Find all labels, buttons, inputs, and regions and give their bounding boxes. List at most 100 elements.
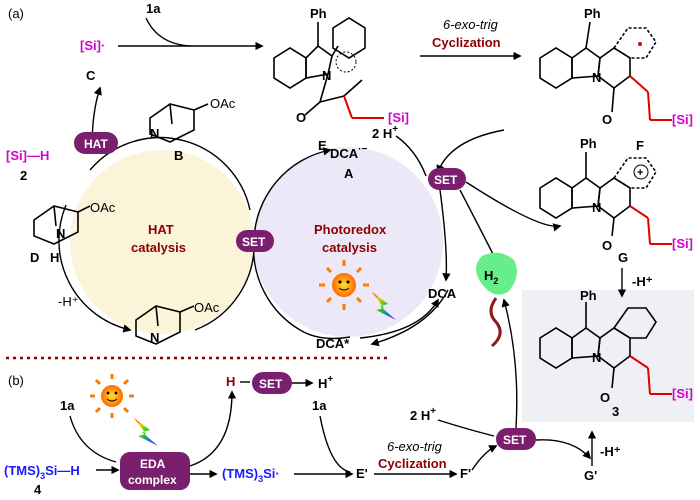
b-1a-mid: 1a: [312, 398, 327, 413]
quin-oac: OAc: [194, 300, 220, 315]
cyclization-b-bottom: Cyclization: [378, 456, 447, 471]
set-pill-bottom-label: SET: [503, 433, 527, 447]
dca-star: DCA*: [316, 336, 350, 351]
hat-cycle-bg: [70, 150, 254, 334]
h-set-H: H: [226, 374, 235, 389]
G-si: [Si]: [672, 236, 693, 251]
eda-line2: complex: [128, 473, 177, 487]
label-E-prime: E': [356, 466, 368, 481]
panel-a-label: (a): [8, 6, 24, 21]
minus-h-right: -H⁺: [632, 274, 653, 289]
hat-cycle-arc-left: [58, 204, 132, 333]
set-pill-b: [252, 372, 292, 394]
species-B: [149, 103, 209, 143]
label-G: G: [618, 250, 628, 265]
cyclization-label-bottom: Cyclization: [432, 35, 501, 50]
minus-h-left: -H⁺: [58, 294, 79, 309]
P3-si: [Si]: [672, 386, 693, 401]
arrow-SET-to-G-prime: [535, 439, 592, 460]
G-N: N: [592, 200, 601, 215]
label-G-prime: G': [584, 468, 597, 483]
E-ph: Ph: [310, 6, 327, 21]
E-N: N: [322, 68, 331, 83]
two-h-plus-bottom: 2 H+: [410, 406, 436, 423]
product-3: [539, 302, 672, 395]
D-N: N: [56, 226, 65, 241]
arrow-2h-bottom: [437, 419, 495, 437]
photoredox-2: catalysis: [322, 240, 377, 255]
photoredox-cycle-bg: [253, 147, 443, 337]
h-plus-b: H+: [318, 374, 333, 391]
label-F: F: [636, 138, 644, 153]
arrow-SET-to-H2-b: [501, 298, 518, 429]
b-tms-si-h: (TMS)3Si—H: [4, 463, 80, 481]
hat-catalysis-2: catalysis: [131, 240, 186, 255]
si-radical: [Si]·: [80, 38, 105, 53]
two-h-plus-top: 2 H+: [372, 124, 398, 141]
label-2: 2: [20, 168, 27, 183]
label-C: C: [86, 68, 96, 83]
E-O: O: [296, 110, 306, 125]
F-N: N: [592, 70, 601, 85]
b-tms-si: (TMS)3Si·: [222, 466, 280, 484]
B-oac: OAc: [210, 96, 236, 111]
E-si: [Si]: [388, 110, 409, 125]
species-D: [33, 205, 91, 245]
set-pill-right-label: SET: [434, 173, 458, 187]
G-ph: Ph: [580, 136, 597, 151]
dca-to-dca-star: [370, 289, 449, 347]
set-pill-b-label: SET: [259, 377, 283, 391]
hat-pill: [74, 132, 118, 154]
arrow-SET-to-DCA: [439, 189, 451, 282]
photo-cycle-arc-bottom: [252, 239, 301, 331]
product-bg: [522, 290, 694, 422]
P3-ph: Ph: [580, 288, 597, 303]
D-oac: OAc: [90, 200, 116, 215]
arrow-F-to-SET: [436, 129, 505, 174]
arrow-1a-to-eda: [69, 415, 117, 463]
F-O: O: [602, 112, 612, 127]
set-pill-center-label: SET: [242, 235, 266, 249]
G-O: O: [602, 238, 612, 253]
arrow-1a-mid: [319, 415, 351, 473]
label-B: B: [174, 148, 183, 163]
photo-cycle-arc-top: [253, 147, 332, 241]
quin-N: N: [150, 330, 159, 345]
F-si: [Si]: [672, 112, 693, 127]
dca-neutral: DCA: [428, 286, 457, 301]
arrow-2h-in: [395, 135, 427, 177]
label-F-prime: F': [460, 466, 471, 481]
quinuclidine-bottom: [135, 305, 195, 345]
b-1a-left: 1a: [60, 398, 75, 413]
panel-b-label: (b): [8, 373, 24, 388]
arrow-eda-to-H: [189, 390, 237, 467]
D-H: H: [50, 250, 59, 265]
hat-catalysis-1: HAT: [148, 222, 174, 237]
minus-h-bottom: -H⁺: [600, 444, 621, 459]
intermediate-G: +: [539, 152, 672, 245]
h2-bubble: [476, 252, 517, 295]
svg-text:+: +: [637, 167, 643, 179]
h2-squiggle: [489, 297, 502, 348]
light-bolt-icon: [372, 292, 396, 320]
cyclization-label-top: 6-exo-trig: [443, 17, 499, 32]
intermediate-E: [273, 17, 384, 119]
eda-line1: EDA: [140, 457, 166, 471]
label-4: 4: [34, 482, 42, 497]
sun-icon: [319, 260, 369, 310]
arrow-F-to-SET-b: [471, 445, 498, 471]
cyclization-b-top: 6-exo-trig: [387, 439, 443, 454]
h2-label: H2: [484, 268, 498, 286]
B-N: N: [150, 126, 159, 141]
label-D: D: [30, 250, 39, 265]
set-pill-bottom: [496, 428, 536, 450]
label-E: E: [318, 138, 327, 153]
P3-N: N: [592, 350, 601, 365]
dca-star-to-dca: [359, 298, 439, 339]
sun-icon-b: [90, 374, 134, 418]
photoredox-1: Photoredox: [314, 222, 387, 237]
eda-complex-box: [120, 452, 190, 490]
dca-anion: DCA·−: [330, 144, 368, 161]
